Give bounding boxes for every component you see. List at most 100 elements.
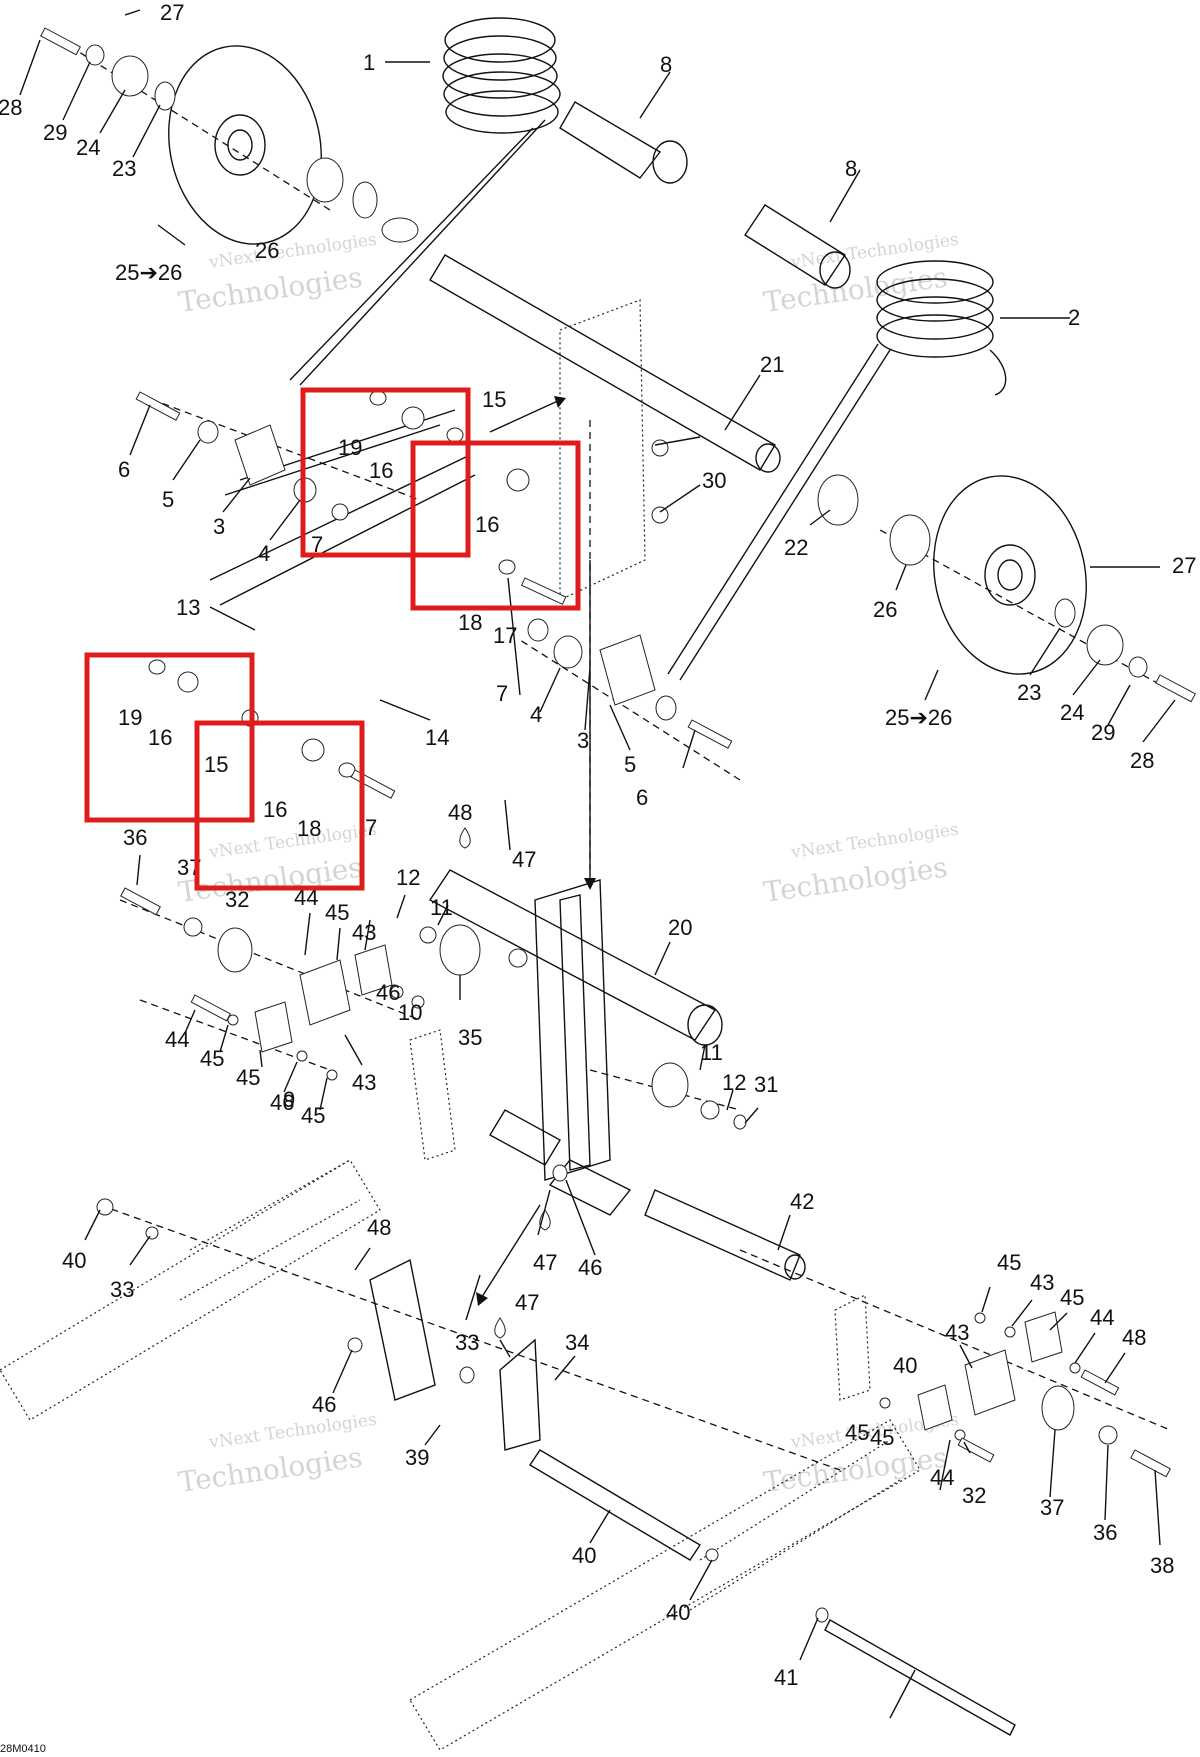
side-rail-left <box>0 1159 381 1421</box>
rocker-arm-assembly <box>489 299 646 1216</box>
callout: 24 <box>1060 700 1084 725</box>
callout: 23 <box>1017 680 1041 705</box>
callout: 45 <box>325 900 349 925</box>
callout: 45 <box>870 1425 894 1450</box>
callout: 36 <box>123 825 147 850</box>
highlight-box <box>410 440 581 611</box>
callout: 16 <box>475 512 499 537</box>
callout: 16 <box>369 458 393 483</box>
callout: 43 <box>352 920 376 945</box>
callout: 20 <box>668 915 692 940</box>
callout: 18 <box>458 610 482 635</box>
callout: 48 <box>1122 1325 1146 1350</box>
figure-code: 28M0410 <box>0 1743 46 1755</box>
callout: 30 <box>702 468 726 493</box>
callout: 47 <box>512 847 536 872</box>
callout: 40 <box>572 1543 596 1568</box>
callout: 7 <box>365 815 377 840</box>
callout: 22 <box>784 535 808 560</box>
callout: 44 <box>930 1465 954 1490</box>
callout: 24 <box>76 135 100 160</box>
callout: 12 <box>396 865 420 890</box>
callout: 45 <box>845 1420 869 1445</box>
callout: 18 <box>297 816 321 841</box>
callout: 48 <box>367 1215 391 1240</box>
watermark-line2: Technologies <box>761 260 949 318</box>
watermark-line2: Technologies <box>176 1440 364 1498</box>
torsion-spring-right <box>667 260 1007 681</box>
callout: 40 <box>62 1248 86 1273</box>
tube-parts <box>209 101 1016 1736</box>
callout: 34 <box>565 1330 589 1355</box>
callout-labels: 27 28 29 24 23 1 8 8 2 26 25➔26 21 15 19… <box>0 0 1196 1690</box>
callout: 19 <box>338 435 362 460</box>
callout: 45 <box>1060 1285 1084 1310</box>
callout: 25➔26 <box>115 260 182 285</box>
callout: 46 <box>376 980 400 1005</box>
highlight-boxes <box>84 387 581 891</box>
callout: 3 <box>213 514 225 539</box>
callout: 10 <box>398 1000 422 1025</box>
callout: 37 <box>1040 1495 1064 1520</box>
callout: 6 <box>636 785 648 810</box>
callout: 46 <box>270 1090 294 1115</box>
callout: 8 <box>660 52 672 77</box>
callout: 14 <box>425 725 449 750</box>
callout: 48 <box>448 800 472 825</box>
callout: 26 <box>255 238 279 263</box>
callout: 33 <box>110 1277 134 1302</box>
callout: 7 <box>311 532 323 557</box>
hardware <box>40 27 1196 1623</box>
callout: 27 <box>1172 553 1196 578</box>
watermark-line2: Technologies <box>761 850 949 908</box>
callout: 23 <box>112 156 136 181</box>
callout: 35 <box>458 1025 482 1050</box>
callout: 17 <box>493 623 517 648</box>
callout: 32 <box>225 887 249 912</box>
callout: 39 <box>405 1445 429 1470</box>
callout: 45 <box>301 1103 325 1128</box>
highlight-box <box>194 720 365 891</box>
callout: 28 <box>0 95 22 120</box>
callout: 4 <box>530 702 542 727</box>
torsion-spring-left <box>289 17 561 386</box>
callout: 1 <box>363 50 375 75</box>
callout: 11 <box>430 895 453 920</box>
callout: 26 <box>873 597 897 622</box>
callout: 28 <box>1130 748 1154 773</box>
watermark-line2: Technologies <box>761 1440 949 1498</box>
side-rail-right <box>409 1419 921 1751</box>
callout: 16 <box>148 725 172 750</box>
callout: 47 <box>515 1290 539 1315</box>
callout: 8 <box>845 156 857 181</box>
assembly-arrows <box>476 396 596 1306</box>
callout: 21 <box>760 352 784 377</box>
idler-wheel-upper-left <box>168 45 322 245</box>
brackets <box>369 1029 871 1451</box>
callout: 29 <box>1091 720 1115 745</box>
callout: 25➔26 <box>885 705 952 730</box>
callout: 36 <box>1093 1520 1117 1545</box>
callout: 13 <box>176 595 200 620</box>
callout: 27 <box>160 0 184 25</box>
callout: 44 <box>1090 1305 1114 1330</box>
callout: 46 <box>578 1255 602 1280</box>
callout: 45 <box>236 1065 260 1090</box>
highlight-box <box>84 652 255 823</box>
highlight-box <box>300 387 471 558</box>
callout: 44 <box>165 1027 189 1052</box>
callout: 38 <box>1150 1553 1174 1578</box>
callout: 43 <box>1030 1270 1054 1295</box>
idler-wheel-lower-right <box>933 475 1087 675</box>
callout: 5 <box>162 487 174 512</box>
callout: 9 <box>283 1087 295 1112</box>
callout: 29 <box>43 120 67 145</box>
callout: 6 <box>118 457 130 482</box>
callout: 42 <box>790 1189 814 1214</box>
callout: 19 <box>118 705 142 730</box>
callout: 33 <box>455 1330 479 1355</box>
callout: 41 <box>774 1665 798 1690</box>
callout: 40 <box>893 1353 917 1378</box>
callout: 47 <box>533 1250 557 1275</box>
